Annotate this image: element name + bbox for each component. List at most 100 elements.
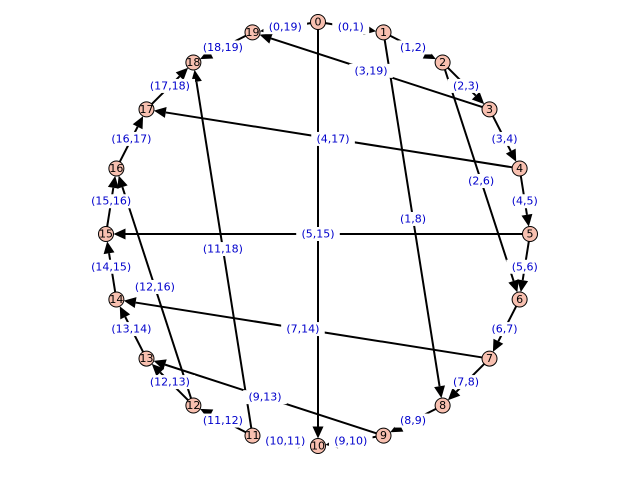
- node-circle: [108, 291, 125, 308]
- edge-label: (2,6): [468, 175, 494, 188]
- graph-node-5: 5: [522, 226, 538, 242]
- edge-label-bg: [394, 40, 432, 55]
- node-circle: [244, 24, 261, 41]
- graph-node-7: 7: [481, 350, 498, 367]
- graph-node-16: 16: [108, 160, 125, 177]
- graph-node-17: 17: [138, 101, 155, 118]
- node-label: 0: [315, 16, 322, 29]
- arrowhead-5-6: [517, 279, 529, 293]
- arrowhead-12-13: [151, 363, 165, 377]
- node-circle: [511, 291, 528, 308]
- edge-label: (9,10): [334, 434, 367, 447]
- edge-label: (16,17): [111, 132, 151, 145]
- node-label: 14: [109, 293, 123, 306]
- graph-node-12: 12: [185, 397, 202, 414]
- edge-label: (12,16): [135, 281, 175, 294]
- node-label: 9: [380, 429, 387, 442]
- edge-label: (6,7): [492, 323, 518, 336]
- graph-node-6: 6: [511, 291, 528, 308]
- edge-label-bg: [328, 433, 373, 448]
- graph-node-15: 15: [98, 226, 114, 242]
- edge-label-bg: [144, 78, 196, 93]
- edge-label: (12,13): [150, 376, 190, 389]
- arrowhead-3-4: [505, 148, 517, 162]
- edge-label: (4,17): [317, 132, 350, 145]
- edge-label-bg: [486, 131, 524, 146]
- arrowhead-9-13: [153, 359, 167, 370]
- node-label: 17: [139, 103, 153, 116]
- edge-label-bg: [506, 259, 544, 274]
- edge-label: (11,18): [203, 243, 243, 256]
- node-label: 11: [245, 429, 259, 442]
- edge-label: (0,1): [338, 21, 364, 34]
- node-circle: [522, 226, 538, 242]
- edge-label-bg: [349, 63, 393, 78]
- edge-label-bg: [106, 131, 157, 146]
- edge-label-bg: [129, 280, 180, 294]
- edge-label: (8,9): [400, 414, 426, 427]
- edge-label: (2,3): [453, 79, 479, 92]
- edge-label: (7,8): [453, 376, 479, 389]
- node-circle: [434, 54, 451, 71]
- node-label: 19: [245, 26, 259, 39]
- edge-label: (10,11): [265, 434, 305, 447]
- edge-label-bg: [486, 322, 524, 337]
- edge-label-bg: [447, 78, 485, 93]
- edge-label-bg: [296, 227, 340, 241]
- node-label: 6: [516, 293, 523, 306]
- node-circle: [138, 350, 155, 367]
- edge-label-bg: [86, 259, 137, 274]
- node-circle: [434, 397, 451, 414]
- node-circle: [481, 350, 498, 367]
- arrowhead-12-16: [117, 175, 128, 189]
- graph-node-3: 3: [481, 101, 498, 118]
- arrowhead-3-19: [259, 33, 273, 44]
- edge-label: (3,19): [354, 64, 387, 77]
- node-circle: [185, 54, 202, 71]
- arrowhead-16-17: [132, 116, 144, 130]
- edge-label-bg: [506, 194, 544, 209]
- graph-node-18: 18: [185, 54, 202, 71]
- arrowhead-17-18: [175, 67, 189, 81]
- node-circle: [185, 397, 202, 414]
- graph-node-2: 2: [434, 54, 451, 71]
- node-label: 2: [439, 56, 446, 69]
- edge-label-bg: [332, 20, 370, 35]
- node-label: 18: [186, 56, 200, 69]
- edge-label-bg: [394, 413, 432, 428]
- node-circle: [244, 427, 261, 444]
- node-circle: [310, 438, 326, 454]
- edge-label-bg: [197, 242, 249, 257]
- graph-node-9: 9: [375, 427, 392, 444]
- graph-node-0: 0: [310, 14, 326, 30]
- node-circle: [375, 427, 392, 444]
- edge-label: (15,16): [91, 195, 131, 208]
- node-circle: [511, 160, 528, 177]
- arrowhead-5-15: [113, 228, 126, 240]
- graph-node-4: 4: [511, 160, 528, 177]
- node-label: 3: [486, 103, 493, 116]
- node-label: 12: [186, 399, 200, 412]
- edge-label: (18,19): [203, 41, 243, 54]
- edge-label-bg: [462, 174, 500, 188]
- edge-label-bg: [197, 413, 249, 428]
- edge-label-bg: [106, 322, 157, 337]
- node-label: 5: [527, 228, 534, 241]
- edge-label: (17,18): [150, 79, 190, 92]
- node-circle: [108, 160, 125, 177]
- edge-label: (5,6): [512, 260, 538, 273]
- arrowhead-2-6: [508, 279, 519, 293]
- edge-label: (4,5): [512, 195, 538, 208]
- graph-node-1: 1: [375, 24, 392, 41]
- edge-label-bg: [281, 322, 325, 337]
- node-label: 13: [139, 352, 153, 365]
- edge-labels-layer: (0,1)(0,19)(1,2)(1,8)(2,3)(2,6)(3,4)(3,1…: [86, 20, 544, 448]
- node-circle: [375, 24, 392, 41]
- arrowhead-7-8: [447, 387, 461, 401]
- graph-node-8: 8: [434, 397, 451, 414]
- edge-label: (5,15): [301, 228, 334, 241]
- node-label: 4: [516, 162, 523, 175]
- node-circle: [98, 226, 114, 242]
- edge-label-bg: [447, 375, 485, 390]
